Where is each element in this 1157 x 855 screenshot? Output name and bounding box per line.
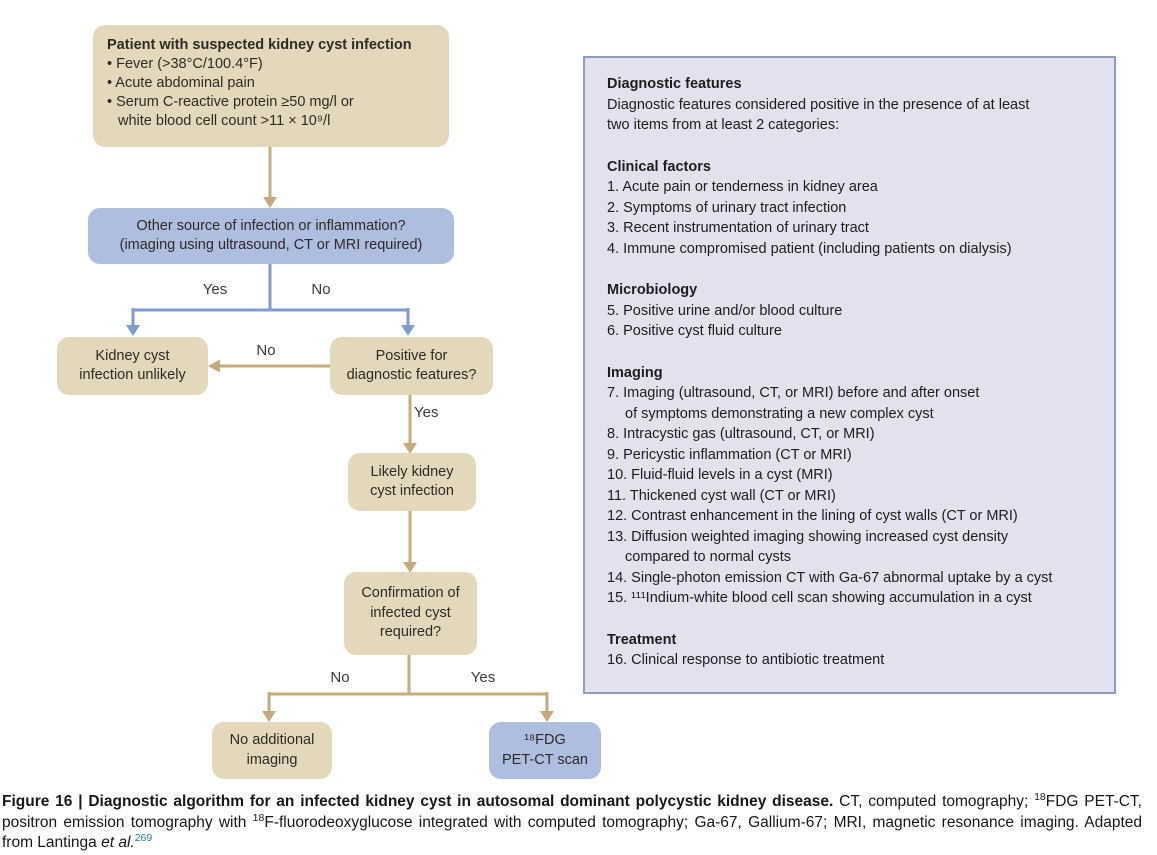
bullet-line: • Serum C-reactive protein ≥50 mg/l or w… bbox=[107, 94, 354, 129]
panel-item: 2. Symptoms of urinary tract infection bbox=[607, 199, 847, 216]
caption-text: F-fluorodeoxyglucose integrated with com… bbox=[2, 813, 1142, 852]
flow-box-line: Other source of infection or inflammatio… bbox=[136, 217, 406, 234]
flow-box-patient-suspected: Patient with suspected kidney cyst infec… bbox=[93, 25, 449, 147]
caption-superscript-18f: 18 bbox=[252, 811, 265, 824]
flow-box-other-source: Other source of infection or inflammatio… bbox=[88, 208, 454, 264]
panel-section-microbiology: Microbiology 5. Positive urine and/or bl… bbox=[607, 280, 1094, 342]
panel-item: 6. Positive cyst fluid culture bbox=[607, 323, 782, 339]
panel-section-treatment: Treatment 16. Clinical response to antib… bbox=[607, 630, 1094, 671]
diagnostic-features-panel: Diagnostic features Diagnostic features … bbox=[583, 56, 1116, 694]
panel-section-items: 16. Clinical response to antibiotic trea… bbox=[607, 650, 1094, 671]
flow-box-no-additional-imaging: No additional imaging bbox=[212, 722, 332, 779]
panel-item: 4. Immune compromised patient (including… bbox=[607, 240, 1012, 257]
flow-box-confirmation-required: Confirmation of infected cyst required? bbox=[344, 572, 477, 655]
flow-box-line: (imaging using ultrasound, CT or MRI req… bbox=[119, 237, 423, 253]
flow-box-line: infection unlikely bbox=[79, 367, 186, 383]
branch-label-othersource-no: No bbox=[311, 281, 331, 298]
panel-item: 10. Fluid-fluid levels in a cyst (MRI) bbox=[607, 467, 833, 483]
panel-item: 16. Clinical response to antibiotic trea… bbox=[607, 652, 885, 668]
flow-box-line: cyst infection bbox=[370, 483, 454, 499]
panel-title: Diagnostic features bbox=[607, 76, 742, 92]
flow-box-patient-title: Patient with suspected kidney cyst infec… bbox=[107, 37, 412, 53]
flow-box-line: Confirmation of bbox=[361, 585, 460, 602]
panel-item: 7. Imaging (ultrasound, CT, or MRI) befo… bbox=[607, 385, 980, 422]
caption-text: FDG PET-CT, positron emission tomography… bbox=[2, 793, 1142, 831]
arrowhead-yes-to-petct bbox=[540, 711, 554, 722]
panel-item: 13. Diffusion weighted imaging showing i… bbox=[607, 528, 1009, 566]
panel-intro: Diagnostic features considered positive … bbox=[607, 96, 1030, 134]
branch-label-features-yes: Yes bbox=[414, 404, 439, 421]
arrowhead-no-to-positive bbox=[401, 325, 415, 336]
arrowhead-features-no bbox=[208, 359, 220, 373]
flow-box-line: PET-CT scan bbox=[502, 751, 588, 768]
caption-bold-lead: Figure 16 | Diagnostic algorithm for an … bbox=[2, 793, 834, 810]
panel-item: 14. Single-photon emission CT with Ga-67… bbox=[607, 569, 1053, 586]
panel-item: 3. Recent instrumentation of urinary tra… bbox=[607, 220, 869, 236]
panel-section-items: 5. Positive urine and/or blood culture 6.… bbox=[607, 301, 1094, 342]
flow-box-line: Kidney cyst bbox=[95, 347, 170, 364]
arrowhead-no-to-noimaging bbox=[262, 711, 276, 722]
panel-section-clinical-factors: Clinical factors 1. Acute pain or tender… bbox=[607, 157, 1094, 260]
flow-box-likely-infection: Likely kidney cyst infection bbox=[348, 453, 476, 511]
panel-section-items: 1. Acute pain or tenderness in kidney ar… bbox=[607, 177, 1094, 259]
branch-label-features-no: No bbox=[256, 342, 276, 359]
panel-section-heading: Microbiology bbox=[607, 282, 698, 298]
branch-label-confirm-yes: Yes bbox=[470, 669, 496, 686]
bullet-line: • Fever (>38°C/100.4°F) bbox=[107, 56, 263, 72]
flow-box-line: Likely kidney bbox=[370, 463, 454, 480]
panel-section-heading: Clinical factors bbox=[607, 158, 711, 175]
flow-box-line: diagnostic features? bbox=[346, 367, 477, 383]
panel-item: 1. Acute pain or tenderness in kidney ar… bbox=[607, 179, 878, 195]
arrowhead-start-to-othersource bbox=[263, 197, 277, 208]
bullet-line: • Acute abdominal pain bbox=[107, 75, 255, 91]
panel-item: 12. Contrast enhancement in the lining o… bbox=[607, 508, 1018, 524]
flow-box-petct-scan: ¹⁸FDG PET-CT scan bbox=[489, 722, 601, 779]
panel-item: 5. Positive urine and/or blood culture bbox=[607, 302, 843, 319]
flow-box-line: No additional bbox=[229, 732, 315, 748]
panel-item: 8. Intracystic gas (ultrasound, CT, or M… bbox=[607, 426, 875, 442]
panel-section-imaging: Imaging 7. Imaging (ultrasound, CT, or M… bbox=[607, 363, 1094, 609]
panel-section-heading: Imaging bbox=[607, 364, 663, 381]
branch-label-othersource-yes: Yes bbox=[202, 281, 228, 298]
caption-reference-number: 269 bbox=[134, 831, 153, 844]
panel-item: 15. ¹¹¹Indium-white blood cell scan show… bbox=[607, 590, 1032, 606]
branch-label-confirm-no: No bbox=[330, 669, 350, 686]
panel-item: 11. Thickened cyst wall (CT or MRI) bbox=[607, 487, 836, 504]
flow-box-line: infected cyst bbox=[370, 604, 451, 621]
flow-box-line: ¹⁸FDG bbox=[524, 732, 566, 748]
flow-box-line: imaging bbox=[246, 751, 298, 768]
flow-box-patient-bullets: • Fever (>38°C/100.4°F) • Acute abdominal… bbox=[107, 55, 439, 131]
caption-superscript-18: 18 bbox=[1034, 790, 1046, 803]
arrowhead-yes-to-unlikely bbox=[126, 325, 140, 336]
caption-text: CT, computed tomography; bbox=[833, 793, 1035, 810]
flow-box-line: Positive for bbox=[375, 347, 448, 364]
panel-item: 9. Pericystic inflammation (CT or MRI) bbox=[607, 446, 852, 463]
figure-caption: Figure 16 | Diagnostic algorithm for an … bbox=[2, 792, 1142, 854]
flow-box-positive-features: Positive for diagnostic features? bbox=[330, 337, 493, 395]
caption-et-al: et al. bbox=[101, 834, 135, 851]
panel-section-items: 7. Imaging (ultrasound, CT, or MRI) befo… bbox=[607, 383, 1094, 609]
flow-box-line: required? bbox=[379, 624, 442, 641]
panel-section-heading: Treatment bbox=[607, 631, 677, 648]
flow-box-infection-unlikely: Kidney cyst infection unlikely bbox=[57, 337, 208, 395]
